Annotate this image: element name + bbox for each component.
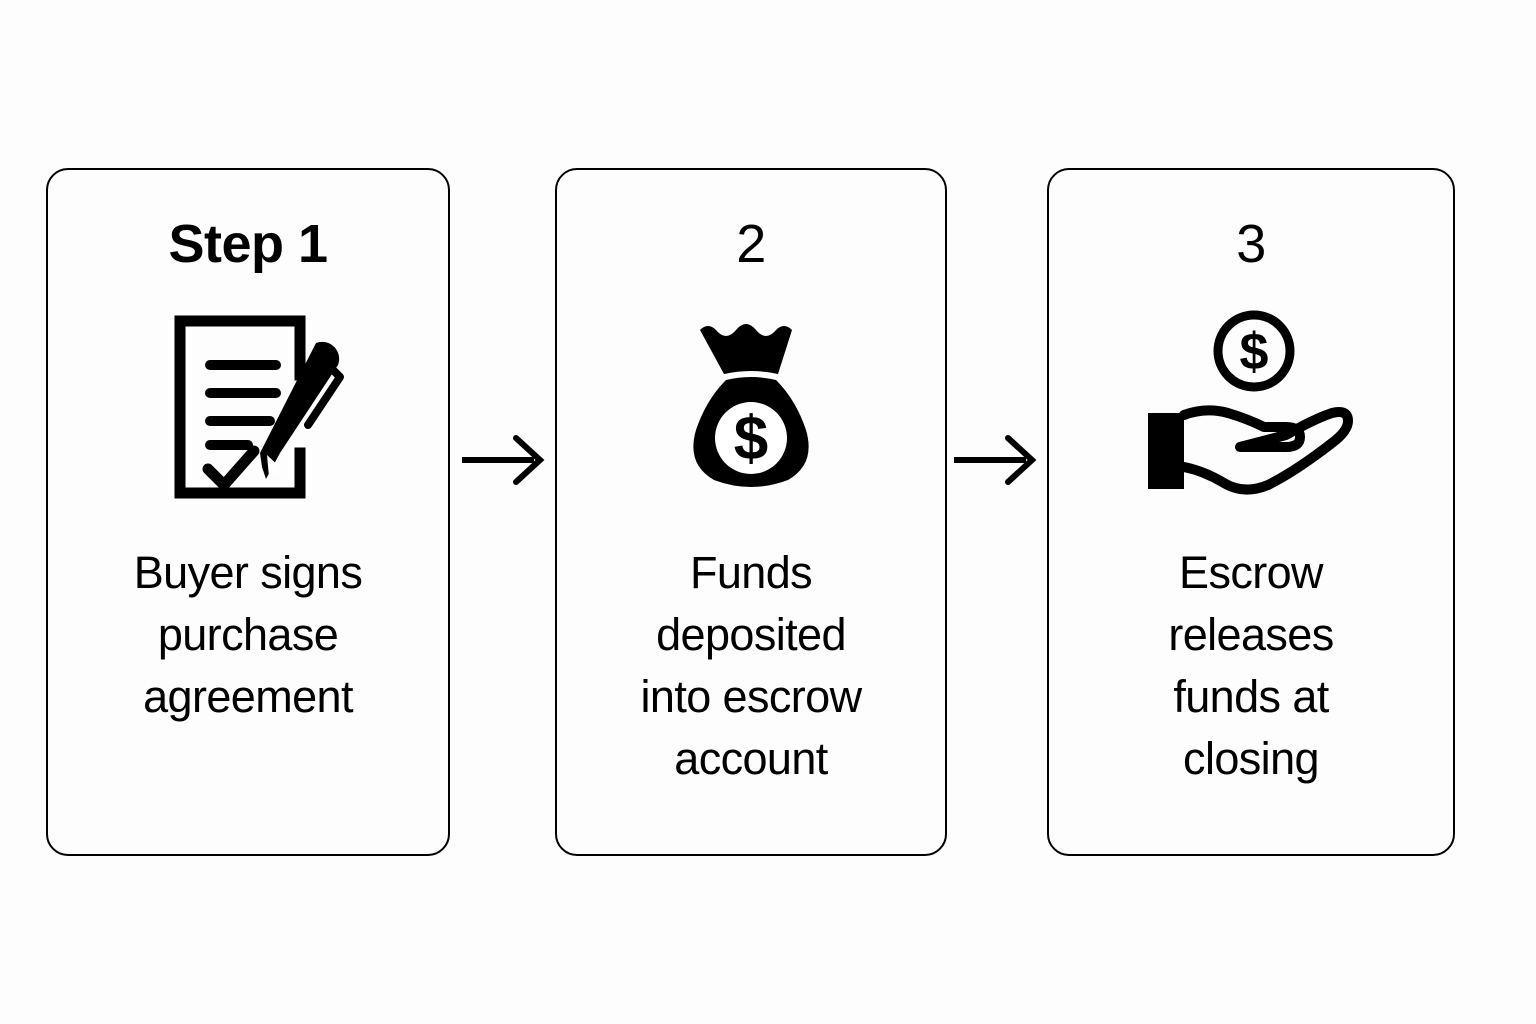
- arrow-step-2-to-3: [950, 432, 1042, 488]
- step-caption-2: Funds deposited into escrow account: [640, 547, 863, 785]
- svg-text:$: $: [1240, 323, 1269, 381]
- hand-holding-coin-icon: $: [1136, 303, 1366, 508]
- step-number-2: 2: [736, 214, 766, 274]
- step-number-3: 3: [1236, 214, 1266, 274]
- step-card-3[interactable]: 3 $ Escrow releases funds at closing: [1047, 168, 1455, 856]
- money-bag-dollar-icon: $: [656, 308, 846, 503]
- step-number-1: Step 1: [168, 214, 328, 274]
- step-card-2[interactable]: 2 $ Funds deposited into escrow account: [555, 168, 947, 856]
- icon-area-1: [148, 300, 348, 510]
- icon-area-3: $: [1136, 300, 1366, 510]
- step-card-1[interactable]: Step 1: [46, 168, 450, 856]
- svg-text:$: $: [734, 404, 768, 473]
- arrow-step-1-to-2: [458, 432, 550, 488]
- step-caption-3: Escrow releases funds at closing: [1168, 547, 1334, 785]
- signed-document-pen-icon: [148, 303, 348, 508]
- step-caption-1: Buyer signs purchase agreement: [133, 547, 363, 723]
- icon-area-2: $: [656, 300, 846, 510]
